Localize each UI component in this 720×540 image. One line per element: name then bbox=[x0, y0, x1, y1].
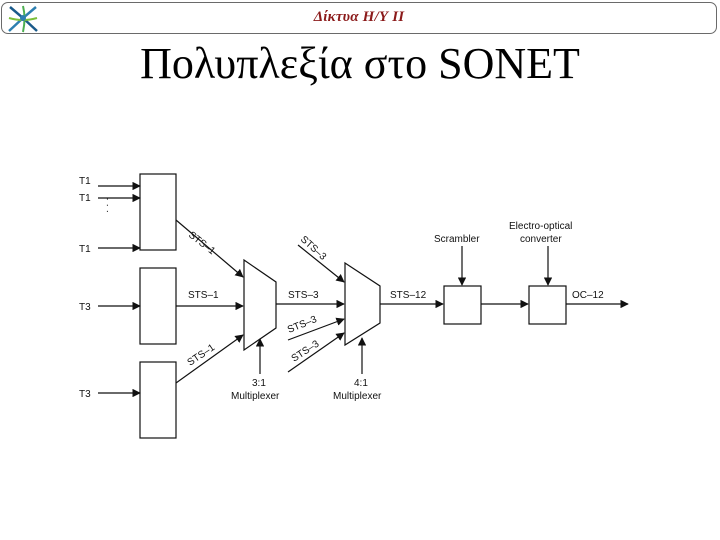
mux-4to1-shape bbox=[344, 261, 381, 347]
t3-framer-box-1 bbox=[139, 267, 177, 345]
mux1-ratio-label: 3:1 bbox=[252, 378, 266, 389]
t1-top-label: T1 bbox=[79, 176, 91, 187]
mux-3to1-shape bbox=[243, 258, 277, 352]
ellipsis: · · · bbox=[102, 197, 113, 213]
sts1-middle-label: STS–1 bbox=[188, 290, 219, 301]
sts3-lower-a-label: STS–3 bbox=[286, 314, 319, 336]
t3-second-label: T3 bbox=[79, 389, 91, 400]
sts3-upper-link bbox=[297, 244, 345, 283]
mux2-ratio-label: 4:1 bbox=[354, 378, 368, 389]
t3-first-label: T3 bbox=[79, 302, 91, 313]
header-bar: Δίκτυα Η/Υ ΙΙ bbox=[1, 2, 717, 34]
sts3-lower-b-link bbox=[287, 332, 345, 373]
header-title: Δίκτυα Η/Υ ΙΙ bbox=[313, 9, 405, 25]
t1-bottom-label: T1 bbox=[79, 244, 91, 255]
oc12-label: OC–12 bbox=[572, 290, 604, 301]
sts1-upper-link bbox=[175, 219, 244, 278]
converter-label-line1: Electro-optical bbox=[509, 221, 572, 232]
sts3-lower-a-link bbox=[287, 317, 345, 341]
t1-framer-box bbox=[139, 173, 177, 251]
converter-box bbox=[528, 285, 567, 325]
sts1-upper-label: STS–1 bbox=[186, 230, 217, 258]
scrambler-label: Scrambler bbox=[434, 234, 480, 245]
logo-icon bbox=[8, 5, 38, 33]
page-title: Πολυπλεξία στο SONET bbox=[140, 39, 580, 88]
mux1-multiplexer-label: Multiplexer bbox=[231, 391, 280, 402]
sts12-label: STS–12 bbox=[390, 290, 427, 301]
mux2-multiplexer-label: Multiplexer bbox=[333, 391, 382, 402]
sts1-lower-link bbox=[175, 334, 244, 384]
converter-label-line2: converter bbox=[520, 234, 562, 245]
scrambler-box bbox=[443, 285, 482, 325]
t3-framer-box-2 bbox=[139, 361, 177, 439]
sts3-out-label: STS–3 bbox=[288, 290, 319, 301]
t1-second-label: T1 bbox=[79, 193, 91, 204]
